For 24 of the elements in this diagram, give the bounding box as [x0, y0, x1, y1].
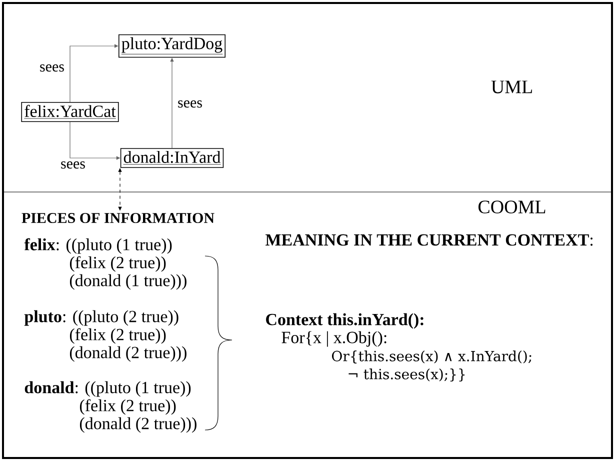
code-line: felix: ((pluto (1 true))	[24, 238, 172, 254]
code-line: For{x | x.Obj():	[282, 331, 386, 347]
heading: MEANING IN THE CURRENT CONTEXT:	[266, 234, 593, 246]
edge-label: sees	[38, 63, 66, 73]
code-line: (felix (2 true))	[70, 328, 166, 344]
code-line: (donald (1 true)))	[70, 274, 186, 290]
code-line: Or{this.sees(x) ∧ x.InYard();	[332, 350, 532, 364]
code-line: donald: ((pluto (1 true))	[24, 381, 191, 397]
code-line: (donald (2 true)))	[70, 346, 186, 362]
code-line: (felix (2 true))	[80, 399, 176, 415]
code-line: (felix (2 true))	[70, 256, 166, 272]
edge-label: sees	[60, 160, 86, 170]
heading: PIECES OF INFORMATION	[22, 212, 214, 224]
object-box: donald:InYard	[120, 148, 224, 168]
object-box: felix:YardCat	[21, 102, 119, 122]
object-box: pluto:YardDog	[118, 34, 226, 58]
section-title: COOML	[478, 200, 546, 214]
edge-label: sees	[176, 99, 204, 109]
code-line: ¬ this.sees(x);}}	[348, 368, 465, 382]
section-title: UML	[491, 80, 532, 94]
code-line: (donald (2 true)))	[80, 417, 196, 433]
heading: Context this.inYard():	[266, 313, 424, 329]
code-line: pluto: ((pluto (2 true))	[24, 310, 178, 326]
arrow	[70, 44, 118, 102]
